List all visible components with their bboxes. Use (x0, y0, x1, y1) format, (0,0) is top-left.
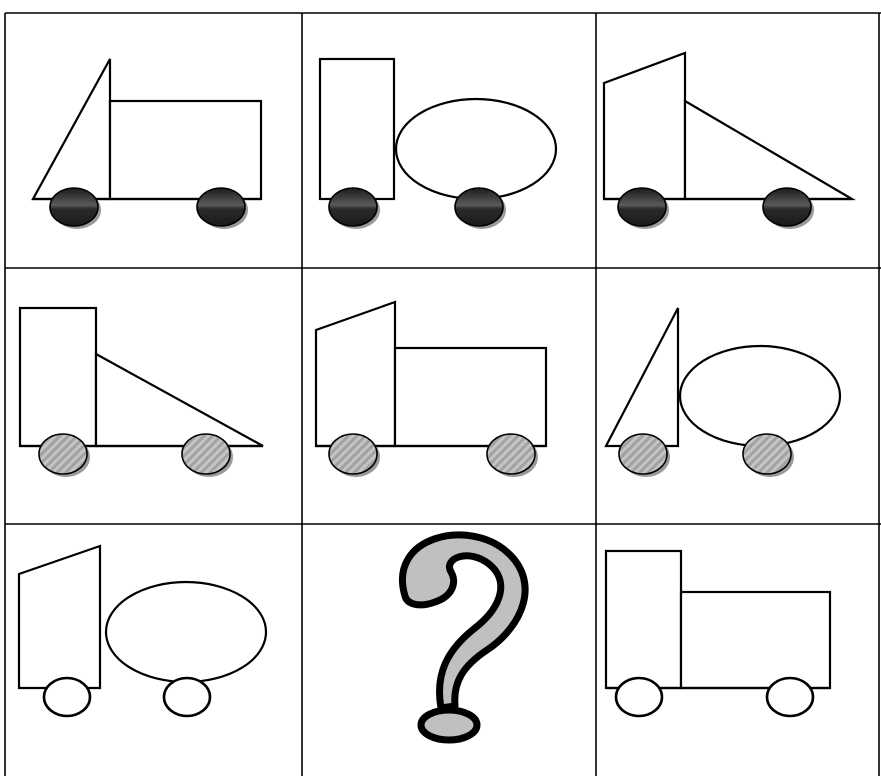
cell-r2-c2 (316, 302, 546, 477)
wheel-dark-front (329, 188, 377, 226)
wheel-gray-rear (743, 434, 791, 474)
truck-cab-rectangle (606, 551, 681, 688)
cell-r3-c2 (402, 535, 525, 740)
truck-body-triangle (685, 101, 852, 199)
wheel-white-front (44, 678, 90, 716)
question-mark-dot (421, 710, 477, 740)
cell-r1-c1 (33, 59, 261, 229)
wheel-gray-rear (182, 434, 230, 474)
truck-body-rectangle (110, 101, 261, 199)
truck-body-ellipse (680, 346, 840, 446)
truck-body-rectangle (395, 348, 546, 446)
truck-cab-trapezoid (604, 53, 685, 199)
wheel-dark-rear (763, 188, 811, 226)
wheel-gray-front (39, 434, 87, 474)
truck-body-ellipse (106, 582, 266, 682)
truck-body-triangle (96, 354, 263, 446)
wheel-gray-front (329, 434, 377, 474)
wheel-dark-rear (455, 188, 503, 226)
cell-r1-c2 (320, 59, 556, 229)
wheel-dark-front (50, 188, 98, 226)
truck-cab-triangle (606, 308, 678, 446)
wheel-white-rear (767, 678, 813, 716)
cell-r1-c3 (604, 53, 852, 229)
wheel-white-rear (164, 678, 210, 716)
truck-cab-rectangle (320, 59, 394, 199)
truck-cab-rectangle (20, 308, 96, 446)
truck-cab-trapezoid (19, 546, 100, 688)
truck-cab-triangle (33, 59, 110, 199)
wheel-gray-rear (487, 434, 535, 474)
cell-r2-c1 (20, 308, 263, 477)
question-mark-hook (402, 535, 525, 708)
cell-r3-c1 (19, 546, 266, 716)
wheel-gray-front (619, 434, 667, 474)
truck-body-rectangle (681, 592, 830, 688)
wheel-white-front (616, 678, 662, 716)
truck-body-ellipse (396, 99, 556, 199)
question-mark-icon (402, 535, 525, 740)
truck-cab-trapezoid (316, 302, 395, 446)
cell-r2-c3 (606, 308, 840, 477)
grid-cells (19, 53, 852, 740)
wheel-dark-front (618, 188, 666, 226)
cell-r3-c3 (606, 551, 830, 716)
wheel-dark-rear (197, 188, 245, 226)
